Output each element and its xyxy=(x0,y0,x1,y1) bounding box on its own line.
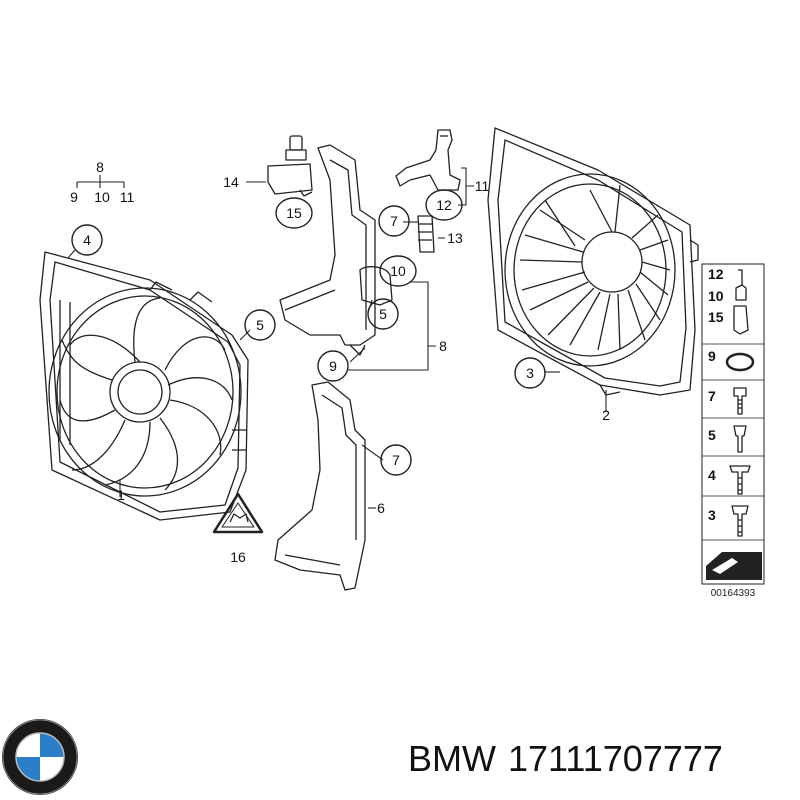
callout-7-upper: 7 xyxy=(390,213,398,229)
legend-item-5: 5 xyxy=(708,427,716,443)
callout-5-center: 5 xyxy=(379,306,387,322)
legend-item-3: 3 xyxy=(708,507,716,523)
part-number-caption: BMW 17111707777 xyxy=(408,738,723,780)
legend-item-4: 4 xyxy=(708,467,716,483)
callout-4: 4 xyxy=(83,232,91,248)
label-9-group: 9 xyxy=(70,189,78,205)
warning-label-triangle xyxy=(212,492,264,534)
callout-3: 3 xyxy=(526,365,534,381)
label-13: 13 xyxy=(447,230,463,246)
label-16: 16 xyxy=(230,549,246,565)
callout-12: 12 xyxy=(436,197,452,213)
legend-item-9: 9 xyxy=(708,348,716,364)
legend-item-15: 15 xyxy=(708,309,724,325)
callout-7-lower: 7 xyxy=(392,452,400,468)
label-8: 8 xyxy=(439,338,447,354)
label-14: 14 xyxy=(223,174,239,190)
callout-10: 10 xyxy=(390,263,406,279)
legend-item-10: 10 xyxy=(708,288,724,304)
fan-shroud-right xyxy=(487,127,699,396)
callout-15: 15 xyxy=(286,205,302,221)
label-6: 6 xyxy=(377,500,385,516)
label-8-group: 8 xyxy=(96,159,104,175)
temperature-sensor xyxy=(267,135,313,197)
label-11-group: 11 xyxy=(120,189,135,205)
part-number: 17111707777 xyxy=(507,738,723,779)
callout-5-left: 5 xyxy=(256,317,264,333)
callout-leaders xyxy=(67,167,607,509)
brand-name: BMW xyxy=(408,738,496,779)
label-11: 11 xyxy=(475,178,490,194)
bmw-logo xyxy=(2,719,78,795)
label-2: 2 xyxy=(602,407,610,423)
diagram-reference-number: 00164393 xyxy=(711,588,756,599)
connector-assembly xyxy=(395,129,461,253)
label-10-group: 10 xyxy=(94,189,110,205)
legend-item-7: 7 xyxy=(708,388,716,404)
arrow-block-icon xyxy=(706,552,762,580)
legend-panel xyxy=(701,263,765,585)
label-1: 1 xyxy=(117,487,125,503)
callout-circles xyxy=(71,189,546,476)
callout-9: 9 xyxy=(329,358,337,374)
legend-item-12: 12 xyxy=(708,266,724,282)
fan-shroud-left xyxy=(39,251,249,521)
air-guide-upper xyxy=(279,144,393,356)
air-guide-lower xyxy=(274,381,366,591)
